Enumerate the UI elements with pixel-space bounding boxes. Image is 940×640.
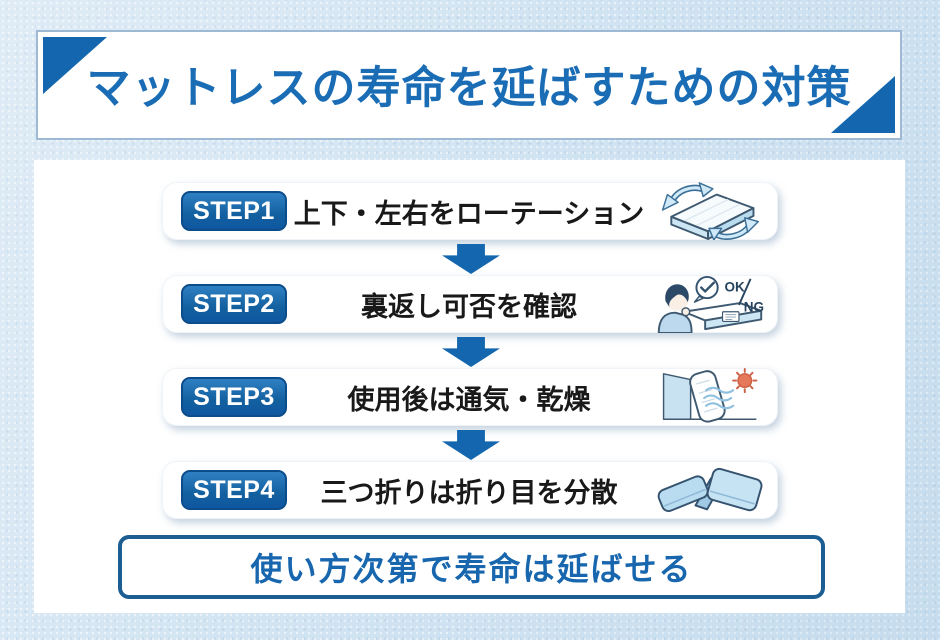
step3-badge: STEP3 — [181, 377, 287, 417]
down-arrow-icon — [442, 244, 500, 274]
mattress-rotate-icon — [651, 182, 767, 240]
down-arrow-icon — [442, 337, 500, 367]
step-card-4: STEP4 三つ折りは折り目を分散 — [162, 461, 778, 519]
page-title: マットレスの寿命を延ばすための対策 — [86, 63, 852, 113]
step-card-2: STEP2 裏返し可否を確認 OK NG — [162, 275, 778, 333]
corner-triangle-top-left-icon — [43, 37, 107, 94]
step2-badge: STEP2 — [181, 284, 287, 324]
conclusion-box: 使い方次第で寿命は延ばせる — [118, 535, 825, 599]
step1-badge: STEP1 — [181, 191, 287, 231]
step2-label: 裏返し可否を確認 — [361, 291, 577, 322]
down-arrow-icon — [442, 430, 500, 460]
step4-badge: STEP4 — [181, 470, 287, 510]
step-card-1: STEP1 上下・左右をローテーション — [162, 182, 778, 240]
title-banner: マットレスの寿命を延ばすための対策 — [36, 30, 902, 140]
ok-text: OK — [724, 279, 745, 294]
step1-label: 上下・左右をローテーション — [293, 198, 645, 229]
conclusion-text: 使い方次第で寿命は延ばせる — [250, 551, 693, 587]
step-card-3: STEP3 使用後は通気・乾燥 — [162, 368, 778, 426]
steps-panel: STEP1 上下・左右をローテーション STEP2 裏返し可否を確認 — [34, 160, 905, 613]
corner-triangle-bottom-right-icon — [831, 76, 895, 133]
ng-text: NG — [744, 300, 764, 315]
step3-label: 使用後は通気・乾燥 — [347, 384, 591, 415]
person-flip-check-icon: OK NG — [651, 275, 767, 333]
step4-label: 三つ折りは折り目を分散 — [320, 477, 618, 508]
mattress-airing-sun-icon — [651, 368, 767, 426]
trifold-mattress-icon — [651, 461, 767, 519]
